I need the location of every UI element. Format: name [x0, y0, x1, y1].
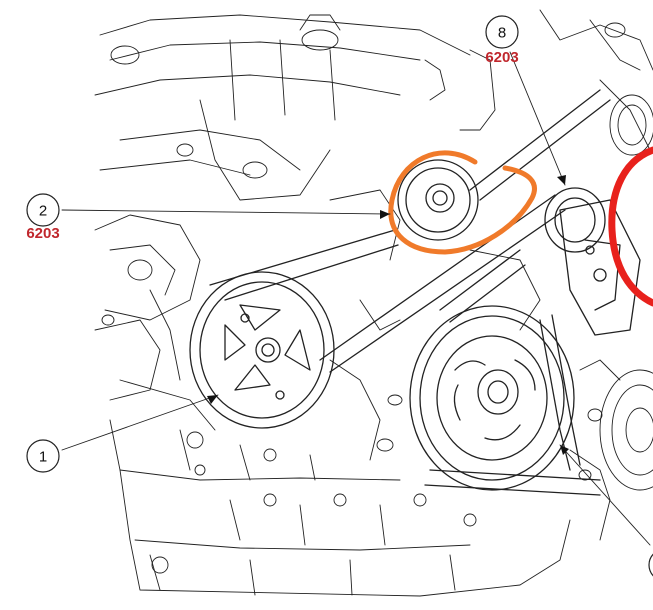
- callout-1-circle: [26, 439, 60, 473]
- engine-block: [94, 9, 653, 597]
- leader-lines: [61, 51, 651, 546]
- callout-8-code: 6203: [485, 49, 518, 66]
- red-circle-annotation: [608, 146, 653, 307]
- callout-8-circle: [485, 15, 519, 49]
- power-steering-pulley: [189, 271, 335, 429]
- callout-8-number: 8: [498, 25, 506, 42]
- callout-8: 8 6203: [485, 15, 519, 66]
- belt-tensioner: [544, 187, 641, 336]
- callout-1: 1: [26, 439, 60, 473]
- orange-circle-annotation: [388, 150, 537, 255]
- serpentine-belt: [209, 89, 611, 496]
- callout-2-code: 6203: [26, 225, 59, 242]
- callout-2-circle: [26, 193, 60, 227]
- callout-2-number: 2: [39, 203, 47, 220]
- crankshaft-pulley: [409, 305, 575, 491]
- callout-2: 2 6203: [26, 193, 60, 242]
- callout-1-number: 1: [39, 449, 47, 466]
- callout-partial-circle: [648, 553, 653, 577]
- leader-arrowheads: [207, 175, 569, 455]
- idler-pulley: [397, 159, 479, 241]
